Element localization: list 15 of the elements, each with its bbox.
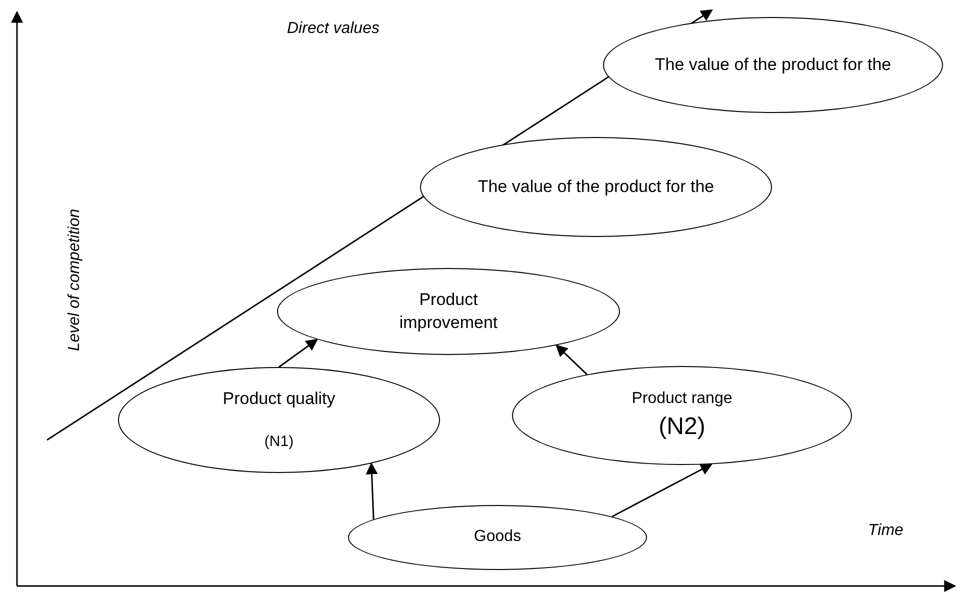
node-text: Product quality bbox=[222, 388, 336, 410]
node-text: (N1) bbox=[264, 432, 294, 452]
node-text: Product range bbox=[632, 388, 732, 408]
node-text: (N2) bbox=[658, 412, 706, 442]
arrow bbox=[556, 344, 588, 375]
node-text: Product improvement bbox=[398, 289, 499, 334]
axis-label: Time bbox=[868, 522, 904, 540]
arrow bbox=[612, 464, 713, 518]
node-text: Goods bbox=[474, 527, 522, 548]
node-text: The value of the product for the bbox=[654, 54, 892, 76]
arrow bbox=[366, 462, 378, 520]
axis-label: Direct values bbox=[287, 20, 380, 38]
axis-label: Level of competition bbox=[66, 208, 84, 352]
node-text: The value of the product for the bbox=[478, 176, 714, 198]
arrow bbox=[278, 338, 318, 368]
